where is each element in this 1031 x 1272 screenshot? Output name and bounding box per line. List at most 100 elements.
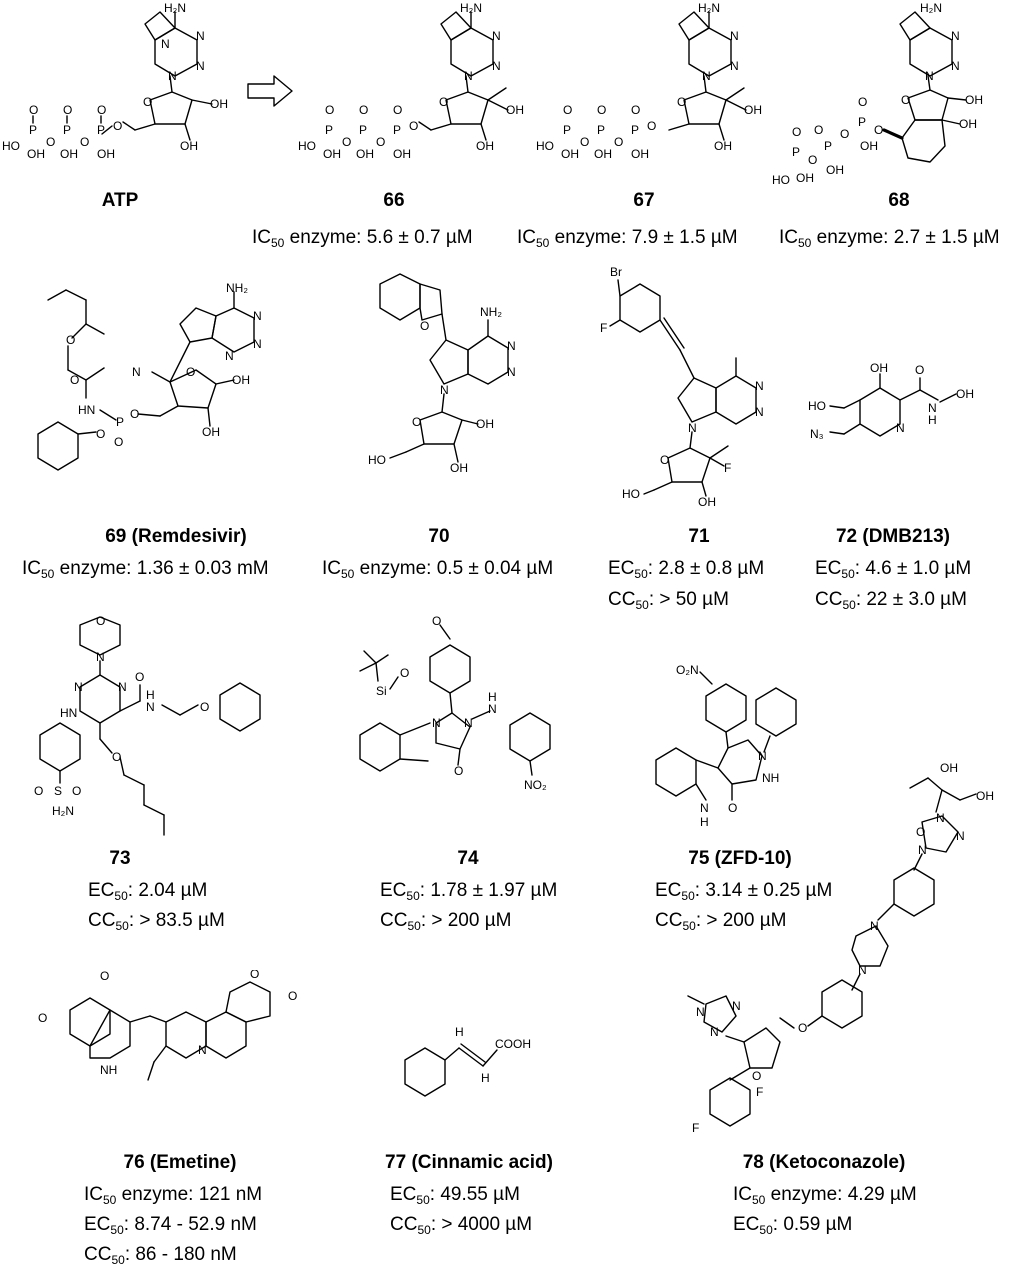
svg-text:HO: HO [622, 487, 640, 501]
svg-text:O: O [97, 103, 106, 117]
svg-text:OH: OH [97, 147, 115, 161]
svg-text:H: H [481, 1071, 490, 1085]
compound-label: 76 (Emetine) [123, 1152, 237, 1173]
svg-text:N: N [132, 365, 141, 379]
svg-text:H: H [455, 1025, 464, 1039]
svg-text:N: N [432, 716, 441, 730]
svg-text:OH: OH [940, 761, 958, 775]
svg-text:P: P [393, 123, 401, 137]
svg-text:OH: OH [744, 103, 762, 117]
activity-line: CC50: 86 - 180 nM [84, 1244, 237, 1267]
svg-text:N: N [755, 379, 764, 393]
svg-text:O: O [915, 363, 924, 377]
svg-text:P: P [359, 123, 367, 137]
svg-text:O: O [34, 784, 43, 798]
svg-text:P: P [858, 115, 866, 129]
svg-text:O: O [80, 135, 89, 149]
compound-label: 66 [383, 190, 405, 211]
svg-text:P: P [563, 123, 571, 137]
svg-text:N: N [196, 59, 205, 73]
svg-text:O: O [631, 103, 640, 117]
svg-text:OH: OH [506, 103, 524, 117]
svg-text:N: N [700, 801, 709, 815]
svg-text:OH: OH [450, 461, 468, 475]
activity-line: IC50 enzyme: 4.29 µM [733, 1184, 917, 1207]
compound-label: ATP [101, 190, 139, 211]
activity-line: EC50: 4.6 ± 1.0 µM [815, 558, 972, 581]
svg-text:N: N [196, 29, 205, 43]
svg-text:OH: OH [393, 147, 411, 161]
activity-line: IC50 enzyme: 7.9 ± 1.5 µM [517, 227, 738, 250]
svg-text:NH: NH [100, 1063, 117, 1077]
svg-text:N: N [253, 309, 262, 323]
svg-text:HO: HO [2, 139, 20, 153]
atp-structure: H₂N N N N N O OH OH O P O OH O P O OH O … [0, 0, 240, 180]
svg-text:O: O [376, 135, 385, 149]
svg-text:P: P [631, 123, 639, 137]
svg-text:O: O [874, 123, 883, 137]
compound-78-structure: OH OH O N N N N N O O F F N N N [680, 760, 1000, 1150]
activity-line: IC50 enzyme: 0.5 ± 0.04 µM [322, 558, 554, 581]
compound-label: 78 (Ketoconazole) [742, 1152, 906, 1173]
compound-77-structure: H H COOH [395, 1020, 575, 1110]
activity-line: CC50: > 83.5 µM [88, 910, 225, 933]
activity-line: CC50: > 50 µM [608, 589, 729, 612]
svg-text:N: N [198, 1043, 207, 1057]
svg-text:O: O [325, 103, 334, 117]
svg-text:OH: OH [826, 163, 844, 177]
svg-text:O: O [135, 670, 144, 684]
svg-text:O: O [901, 93, 910, 107]
svg-text:HO: HO [808, 399, 826, 413]
svg-text:N: N [146, 700, 155, 714]
svg-text:N: N [168, 69, 177, 83]
compound-75-structure: O₂N N NH O N H [640, 660, 870, 840]
svg-text:N: N [507, 365, 516, 379]
svg-text:H: H [488, 690, 497, 704]
svg-text:O: O [72, 784, 81, 798]
svg-text:H: H [700, 815, 709, 829]
svg-text:O: O [46, 135, 55, 149]
svg-text:H: H [146, 688, 155, 702]
activity-line: CC50: 22 ± 3.0 µM [815, 589, 967, 612]
svg-text:O: O [647, 119, 656, 133]
activity-line: EC50: 2.04 µM [88, 880, 208, 903]
svg-text:N: N [74, 680, 83, 694]
svg-text:O: O [66, 333, 75, 347]
svg-text:F: F [692, 1121, 699, 1135]
svg-text:F: F [724, 461, 731, 475]
svg-text:O: O [439, 95, 448, 109]
compound-label: 70 [428, 526, 450, 547]
svg-text:N: N [870, 919, 879, 933]
svg-text:H₂N: H₂N [460, 1, 482, 15]
svg-text:O: O [200, 700, 209, 714]
svg-text:OH: OH [323, 147, 341, 161]
compound-label: 68 [888, 190, 910, 211]
svg-text:O: O [29, 103, 38, 117]
svg-text:O: O [112, 750, 121, 764]
svg-text:O: O [454, 764, 463, 778]
svg-text:O: O [597, 103, 606, 117]
svg-text:NH₂: NH₂ [226, 281, 248, 295]
svg-text:OH: OH [860, 139, 878, 153]
svg-text:N: N [96, 650, 105, 664]
svg-text:HO: HO [298, 139, 316, 153]
svg-text:O: O [563, 103, 572, 117]
svg-text:O: O [808, 153, 817, 167]
svg-text:N: N [925, 69, 934, 83]
svg-text:O: O [798, 1021, 807, 1035]
compound-74-structure: O Si O N N N H NO₂ O [340, 615, 600, 845]
compound-66-structure: H₂N N N N O OH OH O P O OH O P O OH O P … [296, 0, 526, 180]
svg-text:OH: OH [27, 147, 45, 161]
activity-line: EC50: 8.74 - 52.9 nM [84, 1214, 257, 1237]
compound-69-structure: O O HN P O O O O OH OH N NH₂ N N N [20, 280, 320, 510]
compound-label: 69 (Remdesivir) [105, 526, 247, 547]
compound-71-structure: Br F N N N O F OH HO [600, 260, 800, 510]
activity-line: IC50 enzyme: 2.7 ± 1.5 µM [779, 227, 1000, 250]
svg-text:N: N [956, 829, 965, 843]
activity-line: IC50 enzyme: 1.36 ± 0.03 mM [22, 558, 269, 581]
svg-text:O: O [728, 801, 737, 815]
svg-text:N: N [696, 1005, 705, 1019]
svg-text:O: O [412, 415, 421, 429]
svg-text:P: P [29, 123, 37, 137]
compound-label: 72 (DMB213) [835, 526, 951, 547]
